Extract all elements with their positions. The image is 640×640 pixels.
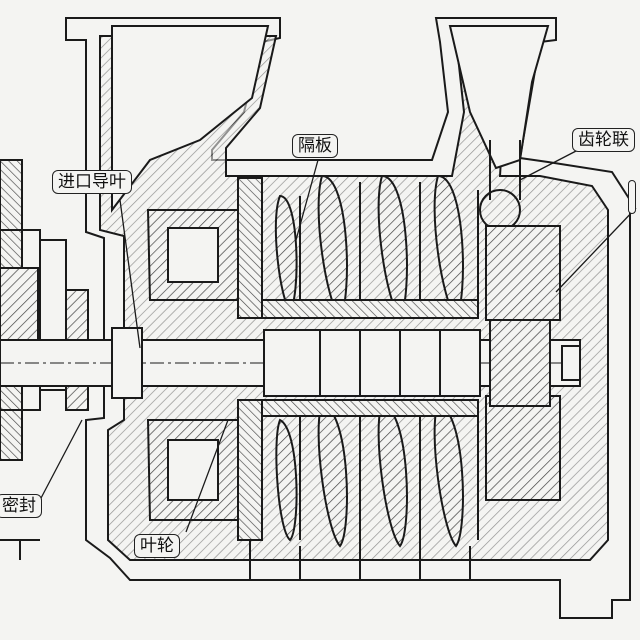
label-gear-coupling: 齿轮联 bbox=[572, 128, 635, 152]
label-right-edge-cut bbox=[628, 180, 636, 214]
label-impeller: 叶轮 bbox=[134, 534, 180, 558]
label-partition-plate: 隔板 bbox=[292, 134, 338, 158]
shaft bbox=[0, 319, 581, 407]
label-seal: 密封 bbox=[0, 494, 42, 518]
upper-diaphragms bbox=[146, 174, 561, 321]
leader-lines bbox=[39, 149, 637, 533]
lower-diaphragms bbox=[146, 395, 561, 580]
label-inlet-guide-vane: 进口导叶 bbox=[52, 170, 132, 194]
